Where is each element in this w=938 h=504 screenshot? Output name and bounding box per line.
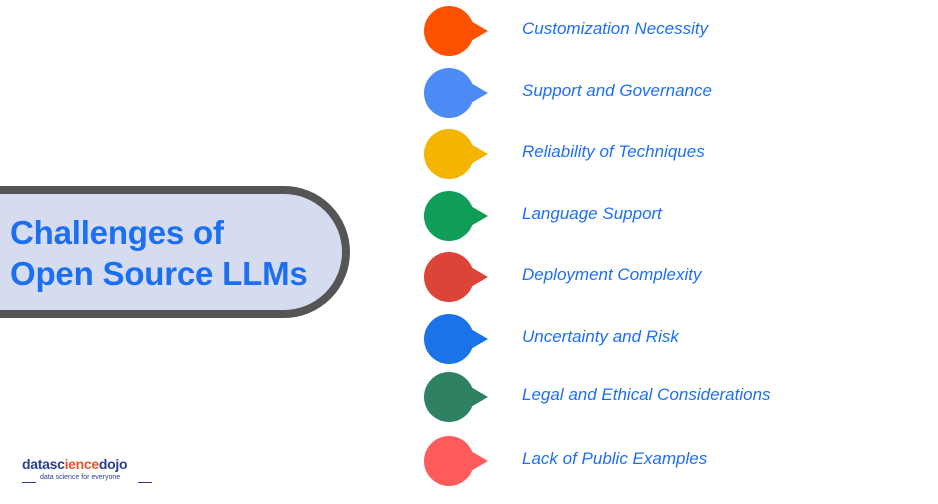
logo-rule-left [22,482,36,483]
speech-bubble-icon [424,436,488,486]
title-line-2: Open Source LLMs [10,255,308,292]
challenge-label: Uncertainty and Risk [522,327,679,346]
challenge-label: Legal and Ethical Considerations [522,385,771,404]
challenge-item: Support and Governance [424,67,904,119]
logo-rule-right [138,482,152,483]
challenge-item: Legal and Ethical Considerations [424,371,904,423]
challenge-label: Customization Necessity [522,19,709,38]
challenge-label: Language Support [522,204,662,223]
speech-bubble-icon [424,129,488,179]
challenge-item: Uncertainty and Risk [424,313,904,365]
logo-wordmark: datasciencedojo [22,456,128,472]
speech-bubble-icon [424,252,488,302]
speech-bubble-icon [424,372,488,422]
challenge-item: Reliability of Techniques [424,128,904,180]
diagram-title: Challenges of Open Source LLMs [10,212,340,294]
speech-bubble-icon [424,68,488,118]
challenge-item: Deployment Complexity [424,251,904,303]
challenge-label: Deployment Complexity [522,265,702,284]
challenge-label: Support and Governance [522,81,712,100]
logo-tagline: data science for everyone [40,474,121,481]
challenge-item: Lack of Public Examples [424,435,904,487]
title-panel [0,186,350,318]
challenge-item: Language Support [424,190,904,242]
challenge-label: Reliability of Techniques [522,142,705,161]
challenge-label: Lack of Public Examples [522,449,708,468]
challenge-item: Customization Necessity [424,5,904,57]
datasciencedojo-logo: datasciencedojo data science for everyon… [22,456,162,483]
speech-bubble-icon [424,6,488,56]
speech-bubble-icon [424,191,488,241]
speech-bubble-icon [424,314,488,364]
title-line-1: Challenges of [10,214,224,251]
